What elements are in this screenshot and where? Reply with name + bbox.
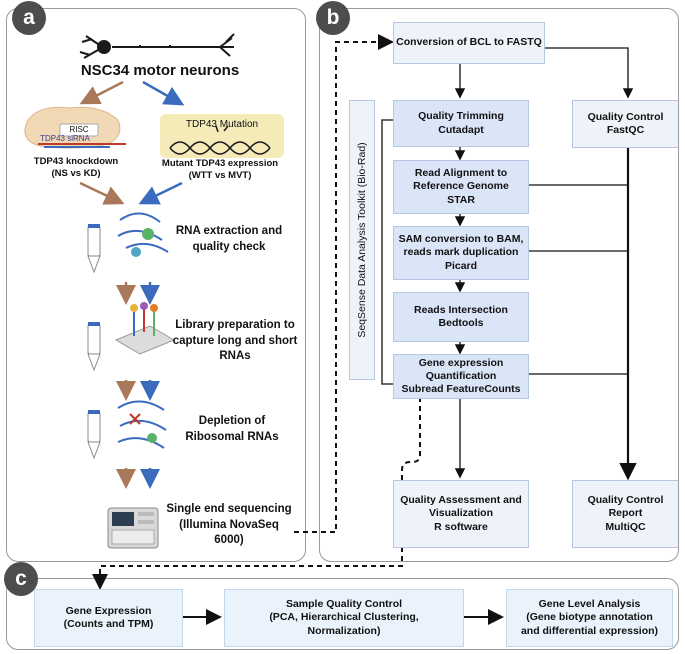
gene-expression-quant-box: Gene expression Quantification Subread F… [393, 354, 529, 399]
quality-assessment-box: Quality Assessment and Visualization R s… [393, 480, 529, 548]
sam-line-2: reads mark duplication [403, 246, 519, 259]
tube-icon-2 [87, 322, 101, 372]
library-prep-icon [114, 302, 176, 355]
qcr-line-2: Report [608, 507, 643, 520]
tube-icon-3 [87, 410, 101, 460]
toolkit-label-box: SeqSense Data Analysis Toolkit (Bio-Rad) [349, 100, 375, 380]
risc-complex-icon [24, 106, 126, 149]
gla-line-3: and differential expression) [520, 624, 659, 637]
gene-expression-box: Gene Expression (Counts and TPM) [34, 589, 183, 647]
step-2-line-2: capture long and short [172, 334, 298, 347]
sam-line-1: SAM conversion to BAM, [398, 233, 524, 246]
step-library-prep: Library preparation to capture long and … [170, 318, 300, 365]
step-rrna-depletion: Depletion of Ribosomal RNAs [172, 414, 292, 445]
sqc-line-3: Normalization) [307, 624, 381, 637]
toolkit-bracket [381, 119, 393, 385]
reads-intersection-box: Reads Intersection Bedtools [393, 292, 529, 342]
step-4-line-2: (Illumina NovaSeq [179, 518, 279, 531]
step-1-line-1: RNA extraction and [175, 225, 283, 237]
trim-line-2: Cutadapt [438, 123, 484, 136]
badge-a: a [12, 1, 46, 35]
badge-c: c [4, 562, 38, 596]
knockdown-sub: (NS vs KD) [51, 168, 101, 179]
sam-conversion-box: SAM conversion to BAM, reads mark duplic… [393, 226, 529, 280]
gene-level-analysis-box: Gene Level Analysis (Gene biotype annota… [506, 589, 673, 647]
ge-line-1: Gene Expression [65, 604, 152, 617]
qa-line-3: R software [434, 520, 488, 533]
step-4-line-1: Single end sequencing [166, 503, 292, 515]
step-3-line-1: Depletion of [198, 415, 266, 427]
tube-icon-1 [87, 224, 101, 274]
geneexp-line-2: Quantification [425, 369, 497, 382]
sequencer-icon [107, 507, 159, 549]
align-line-2: Reference Genome [413, 180, 509, 193]
gla-line-2: (Gene biotype annotation [526, 611, 653, 624]
geneexp-line-1: Gene expression [418, 356, 504, 369]
step-rna-extraction: RNA extraction and quality check [166, 224, 292, 255]
dashed-connector-sequencing [294, 34, 394, 533]
quality-control-fastqc-box: Quality Control FastQC [572, 100, 678, 148]
sqc-line-1: Sample Quality Control [285, 598, 403, 611]
align-line-3: STAR [447, 193, 475, 206]
align-line-1: Read Alignment to [414, 167, 508, 180]
badge-b: b [316, 1, 350, 35]
qc-line-2: FastQC [606, 124, 645, 136]
quality-control-report-box: Quality Control Report MultiQC [572, 480, 678, 548]
qa-line-2: Visualization [429, 507, 493, 520]
page-title-neurons: NSC34 motor neurons [80, 62, 240, 79]
dashed-connector-results [92, 397, 421, 590]
step-2-line-3: RNAs [219, 350, 251, 363]
quality-trimming-box: Quality Trimming Cutadapt [393, 100, 529, 147]
arrow-brown [79, 80, 124, 105]
bcl-to-fastq-box: Conversion of BCL to FASTQ [393, 22, 545, 64]
qc-line-1: Quality Control [587, 110, 664, 123]
mutation-sub: (WTT vs MVT) [188, 170, 252, 181]
rrna-depletion-icon [117, 400, 167, 449]
qa-line-1: Quality Assessment and [400, 494, 522, 507]
mutation-title: TDP43 Mutation [185, 119, 259, 130]
sam-line-3: Picard [444, 259, 478, 272]
intersect-line-1: Reads Intersection [414, 303, 508, 316]
neuron-icon [79, 33, 235, 59]
mutation-label: Mutant TDP43 expression [161, 158, 279, 169]
gla-line-1: Gene Level Analysis [538, 598, 641, 611]
step-1-line-2: quality check [192, 240, 266, 253]
step-sequencing: Single end sequencing (Illumina NovaSeq … [162, 502, 296, 549]
risc-label: RISC [69, 125, 89, 134]
qcr-line-1: Quality Control [587, 494, 664, 507]
trim-line-1: Quality Trimming [418, 110, 504, 123]
ge-line-2: (Counts and TPM) [63, 618, 154, 630]
geneexp-line-3: Subread FeatureCounts [401, 383, 521, 396]
qcr-line-3: MultiQC [605, 520, 646, 533]
sirna-label: TDP43 siRNA [40, 134, 90, 143]
toolkit-label: SeqSense Data Analysis Toolkit (Bio-Rad) [356, 142, 368, 338]
sample-quality-control-box: Sample Quality Control (PCA, Hierarchica… [224, 589, 464, 647]
knockdown-label: TDP43 knockdown [33, 156, 119, 167]
sqc-line-2: (PCA, Hierarchical Clustering, [269, 611, 419, 624]
rna-strands-icon [117, 212, 169, 257]
step-3-line-2: Ribosomal RNAs [185, 430, 279, 443]
step-4-line-3: 6000) [214, 534, 244, 547]
dna-helix-icon [169, 125, 271, 155]
intersect-line-2: Bedtools [438, 317, 484, 329]
step-2-line-1: Library preparation to [175, 319, 295, 331]
arrow-blue [142, 80, 185, 106]
bcl-label: Conversion of BCL to FASTQ [396, 36, 542, 49]
read-alignment-box: Read Alignment to Reference Genome STAR [393, 160, 529, 214]
